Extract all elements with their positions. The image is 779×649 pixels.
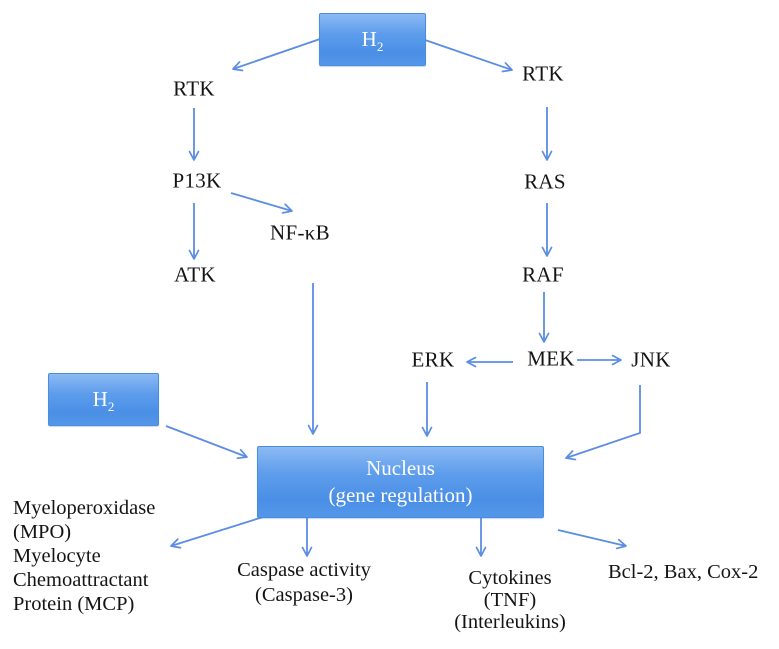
h2-left-label: H2 [92, 387, 115, 415]
output-cytokines-line: Cytokines [468, 567, 552, 589]
output-mpo-line: (MPO) [13, 521, 72, 543]
output-caspase-line: (Caspase-3) [255, 584, 353, 606]
h2-top-label: H2 [361, 27, 384, 55]
arrow-h2left-to-nucleus [165, 425, 248, 460]
arrow-h2top-to-rtk-right [424, 39, 513, 73]
node-jnk: JNK [631, 347, 671, 372]
h2-box-top: H2 [319, 13, 426, 66]
output-mpo-line: Chemoattractant [13, 569, 149, 591]
arrow-h2top-to-rtk-left [232, 38, 321, 72]
arrow-p13k-to-nfkb [230, 192, 293, 214]
node-erk: ERK [411, 347, 455, 372]
output-bcl: Bcl-2, Bax, Cox-2 [608, 561, 759, 583]
node-rtk-left: RTK [173, 76, 215, 101]
node-p13k: P13K [172, 168, 222, 193]
output-cytokines-line: (TNF) [483, 589, 537, 611]
output-mpo-line: Protein (MCP) [13, 593, 135, 615]
node-rtk-right: RTK [522, 61, 564, 86]
output-mpo-line: Myeloperoxidase [13, 497, 156, 519]
output-mpo-line: Myelocyte [13, 545, 101, 567]
arrow-nucleus-to-bcl [557, 529, 627, 550]
h2-box-left: H2 [48, 373, 159, 426]
output-cytokines: Cytokines (TNF) (Interleukins) [454, 567, 566, 633]
output-caspase: Caspase activity (Caspase-3) [237, 558, 371, 608]
nucleus-box: Nucleus (gene regulation) [257, 446, 544, 518]
node-atk: ATK [174, 262, 216, 287]
node-mek: MEK [527, 346, 575, 371]
node-ras: RAS [524, 169, 566, 194]
output-cytokines-line: (Interleukins) [454, 611, 566, 633]
arrow-nucleus-to-mpo [170, 516, 264, 549]
nucleus-subtitle: (gene regulation) [328, 483, 473, 507]
nucleus-title: Nucleus [366, 456, 435, 480]
node-raf: RAF [522, 262, 564, 287]
output-caspase-line: Caspase activity [237, 559, 371, 581]
output-mpo: Myeloperoxidase (MPO) Myelocyte Chemoatt… [13, 496, 155, 616]
node-nfkb: NF-κB [270, 220, 330, 245]
arrow-jnk-to-nucleus [565, 385, 641, 461]
